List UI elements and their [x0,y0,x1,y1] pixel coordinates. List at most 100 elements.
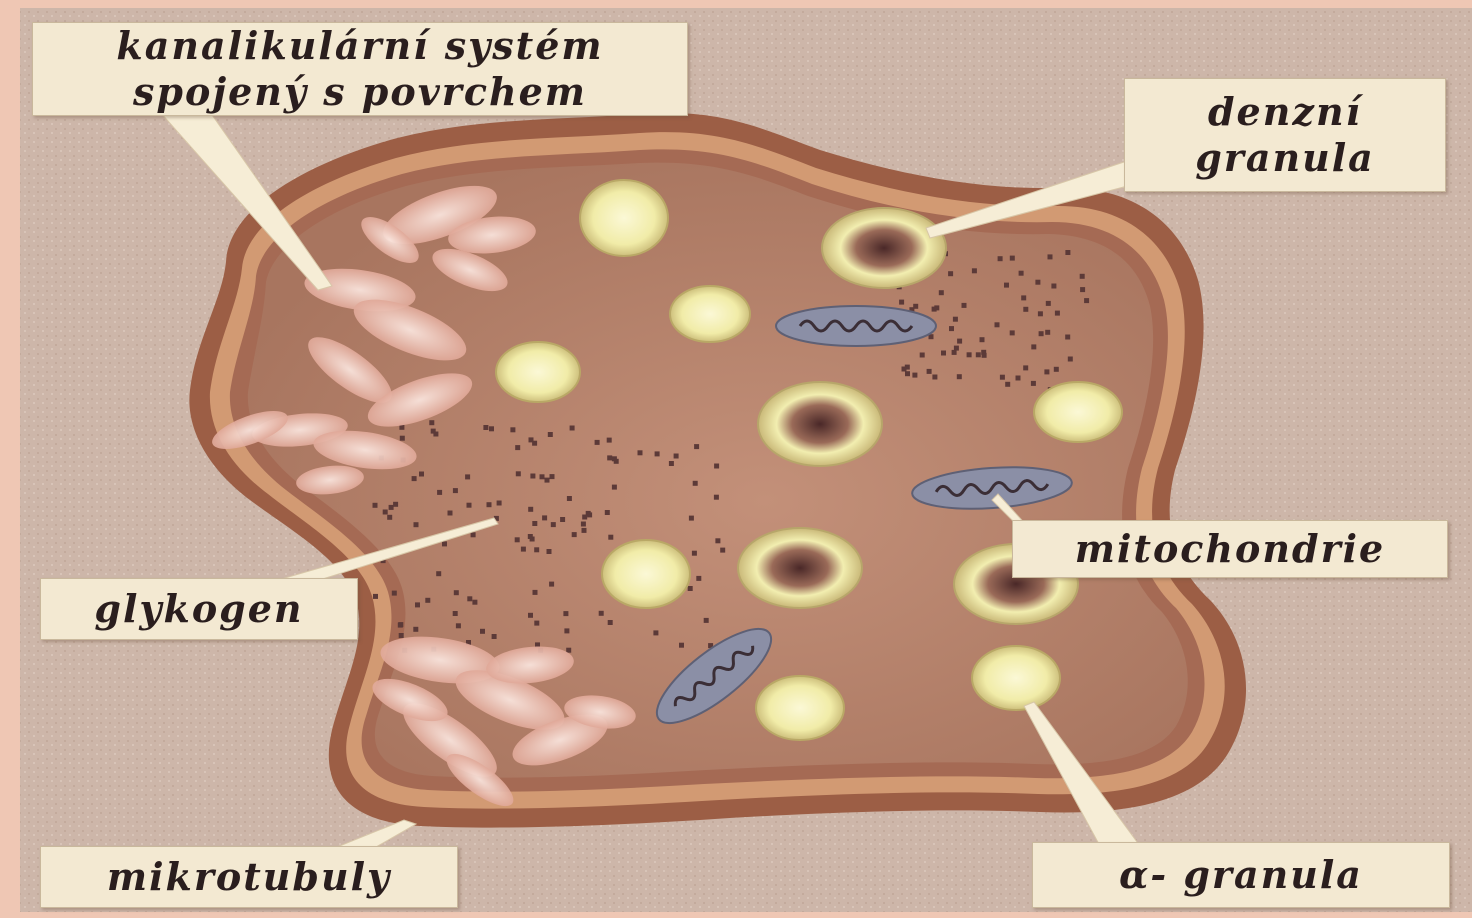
glycogen-dot [1065,250,1070,255]
label-dense-granules: denzní granula [1124,78,1446,192]
glycogen-dot [540,474,545,479]
glycogen-dot [419,472,424,477]
glycogen-dot [510,427,515,432]
glycogen-dot [392,591,397,596]
glycogen-dot [1044,369,1049,374]
glycogen-dot [674,454,679,459]
glycogen-dot [952,350,957,355]
glycogen-dot [564,628,569,633]
glycogen-dot [399,633,404,638]
dense-granule [822,208,946,288]
glycogen-dot [453,611,458,616]
glycogen-dot [542,515,547,520]
glycogen-dot [692,551,697,556]
label-canalicular-system: kanalikulární systém spojený s povrchem [32,22,688,116]
glycogen-dot [899,300,904,305]
glycogen-dot [521,547,526,552]
label-alpha-text: α- granula [1119,852,1363,898]
glycogen-dot [566,648,571,653]
glycogen-dot [714,495,719,500]
dense-granule [738,528,862,608]
glycogen-dot [669,461,674,466]
glycogen-dot [534,547,539,552]
glycogen-dot [1010,330,1015,335]
glycogen-dot [1005,382,1010,387]
glycogen-dot [1051,284,1056,289]
glycogen-dot [487,502,492,507]
alpha-granule [756,676,844,740]
glycogen-dot [1000,375,1005,380]
glycogen-dot [492,634,497,639]
glycogen-dot [1055,311,1060,316]
glycogen-dot [980,337,985,342]
glycogen-dot [1084,298,1089,303]
glycogen-dot [483,425,488,430]
glycogen-dot [489,426,494,431]
glycogen-dot [431,429,436,434]
glycogen-dot [1035,280,1040,285]
glycogen-dot [1080,274,1085,279]
glycogen-dot [1038,311,1043,316]
glycogen-dot [1048,254,1053,259]
glycogen-dot [373,503,378,508]
glycogen-dot [528,613,533,618]
glycogen-dot [515,445,520,450]
glycogen-dot [939,290,944,295]
glycogen-dot [497,501,502,506]
glycogen-dot [413,627,418,632]
glycogen-dot [693,481,698,486]
glycogen-dot [688,586,693,591]
glycogen-dot [1031,381,1036,386]
label-alpha-granules: α- granula [1032,842,1450,908]
glycogen-dot [957,374,962,379]
glycogen-dot [373,594,378,599]
glycogen-dot [976,352,981,357]
label-glycogen: glykogen [40,578,358,640]
glycogen-dot [533,590,538,595]
glycogen-dot [414,522,419,527]
mitochondrion [776,306,936,346]
glycogen-dot [528,507,533,512]
glycogen-dot [1023,365,1028,370]
glycogen-dot [1054,367,1059,372]
glycogen-dot [454,590,459,595]
glycogen-dot [570,426,575,431]
glycogen-dot [545,478,550,483]
glycogen-dot [607,455,612,460]
glycogen-dot [448,511,453,516]
glycogen-dot [387,515,392,520]
glycogen-dot [567,496,572,501]
glycogen-dot [398,623,403,628]
glycogen-dot [720,548,725,553]
glycogen-dot [429,420,434,425]
glycogen-dot [972,268,977,273]
glycogen-dot [1004,283,1009,288]
glycogen-dot [453,488,458,493]
glycogen-dot [1019,271,1024,276]
glycogen-dot [1068,357,1073,362]
glycogen-dot [934,305,939,310]
glycogen-dot [1039,331,1044,336]
glycogen-dot [696,576,701,581]
glycogen-dot [480,629,485,634]
glycogen-dot [962,303,967,308]
alpha-granule [580,180,668,256]
glycogen-dot [902,367,907,372]
glycogen-dot [551,522,556,527]
label-microtubules: mikrotubuly [40,846,458,908]
label-canalicular-line2: spojený s povrchem [133,69,587,115]
glycogen-dot [472,600,477,605]
glycogen-dot [614,459,619,464]
glycogen-dot [549,582,554,587]
label-canalicular-line1: kanalikulární systém [116,23,603,69]
glycogen-dot [1031,344,1036,349]
glycogen-dot [471,532,476,537]
glycogen-dot [547,549,552,554]
glycogen-dot [1045,330,1050,335]
glycogen-dot [534,621,539,626]
glycogen-dot [948,271,953,276]
glycogen-dot [953,317,958,322]
label-glycogen-text: glykogen [94,586,303,632]
glycogen-dot [560,517,565,522]
glycogen-dot [689,516,694,521]
